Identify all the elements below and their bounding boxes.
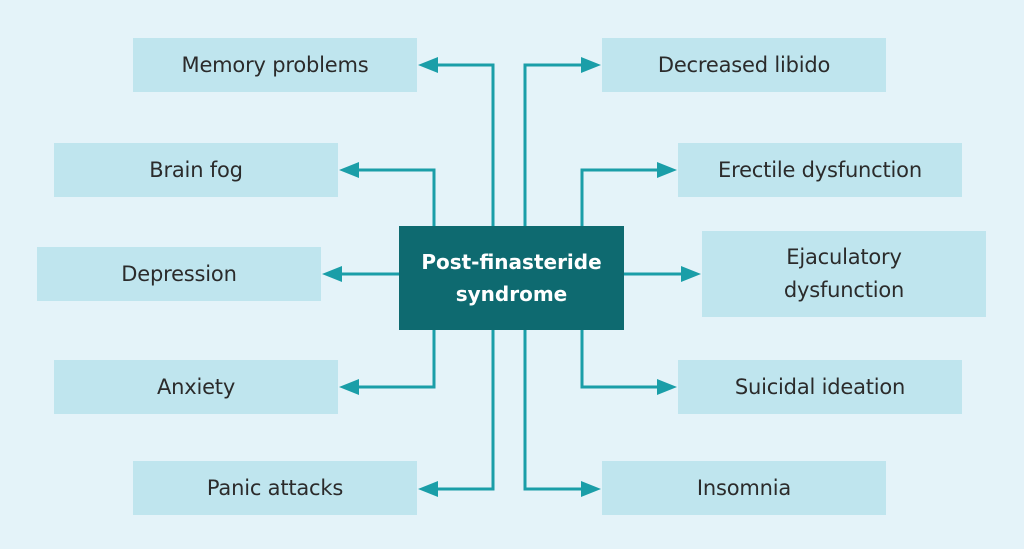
node-brain-fog: Brain fog (54, 143, 338, 197)
connector-brain-fog (353, 168, 436, 226)
node-label: Anxiety (156, 374, 236, 399)
connector-insomnia (523, 322, 587, 491)
node-label: Panic attacks (206, 475, 344, 500)
node-ejaculatory-dysfunction: Ejaculatory dysfunction (702, 231, 986, 317)
node-erectile-dysfunction: Erectile dysfunction (678, 143, 962, 197)
center-label-line1: Post-finasteride (421, 250, 602, 274)
connector-decreased-libido (523, 63, 587, 226)
node-suicidal-ideation: Suicidal ideation (678, 360, 962, 414)
arrowhead-anxiety (339, 379, 359, 395)
node-label: Suicidal ideation (734, 374, 906, 399)
node-label-line2: dysfunction (783, 278, 905, 302)
node-decreased-libido: Decreased libido (602, 38, 886, 92)
connector-panic-attacks (432, 322, 495, 491)
connector-suicidal-ideation (580, 330, 663, 389)
node-label: Brain fog (149, 157, 243, 182)
arrowhead-erectile-dysfunction (657, 162, 677, 178)
node-insomnia: Insomnia (602, 461, 886, 515)
arrowhead-panic-attacks (418, 481, 438, 497)
node-label: Erectile dysfunction (718, 157, 922, 182)
arrowhead-insomnia (581, 481, 601, 497)
node-depression: Depression (37, 247, 321, 301)
node-label: Decreased libido (657, 52, 831, 77)
arrowhead-ejaculatory-dysfunction (681, 266, 701, 282)
node-label-line1: Ejaculatory (786, 245, 902, 269)
center-node-post-finasteride-syndrome: Post-finasteride syndrome (399, 226, 624, 330)
arrowhead-brain-fog (339, 162, 359, 178)
node-label: Insomnia (696, 475, 792, 500)
arrowhead-suicidal-ideation (657, 379, 677, 395)
node-memory-problems: Memory problems (133, 38, 417, 92)
arrowhead-decreased-libido (581, 57, 601, 73)
connector-erectile-dysfunction (580, 168, 663, 226)
arrowhead-depression (322, 266, 342, 282)
connector-anxiety (353, 330, 436, 389)
connector-memory-problems (432, 63, 495, 226)
arrowhead-memory-problems (418, 57, 438, 73)
node-anxiety: Anxiety (54, 360, 338, 414)
node-panic-attacks: Panic attacks (133, 461, 417, 515)
node-label: Depression (121, 261, 237, 286)
center-label-line2: syndrome (455, 282, 568, 306)
node-label: Memory problems (181, 52, 369, 77)
